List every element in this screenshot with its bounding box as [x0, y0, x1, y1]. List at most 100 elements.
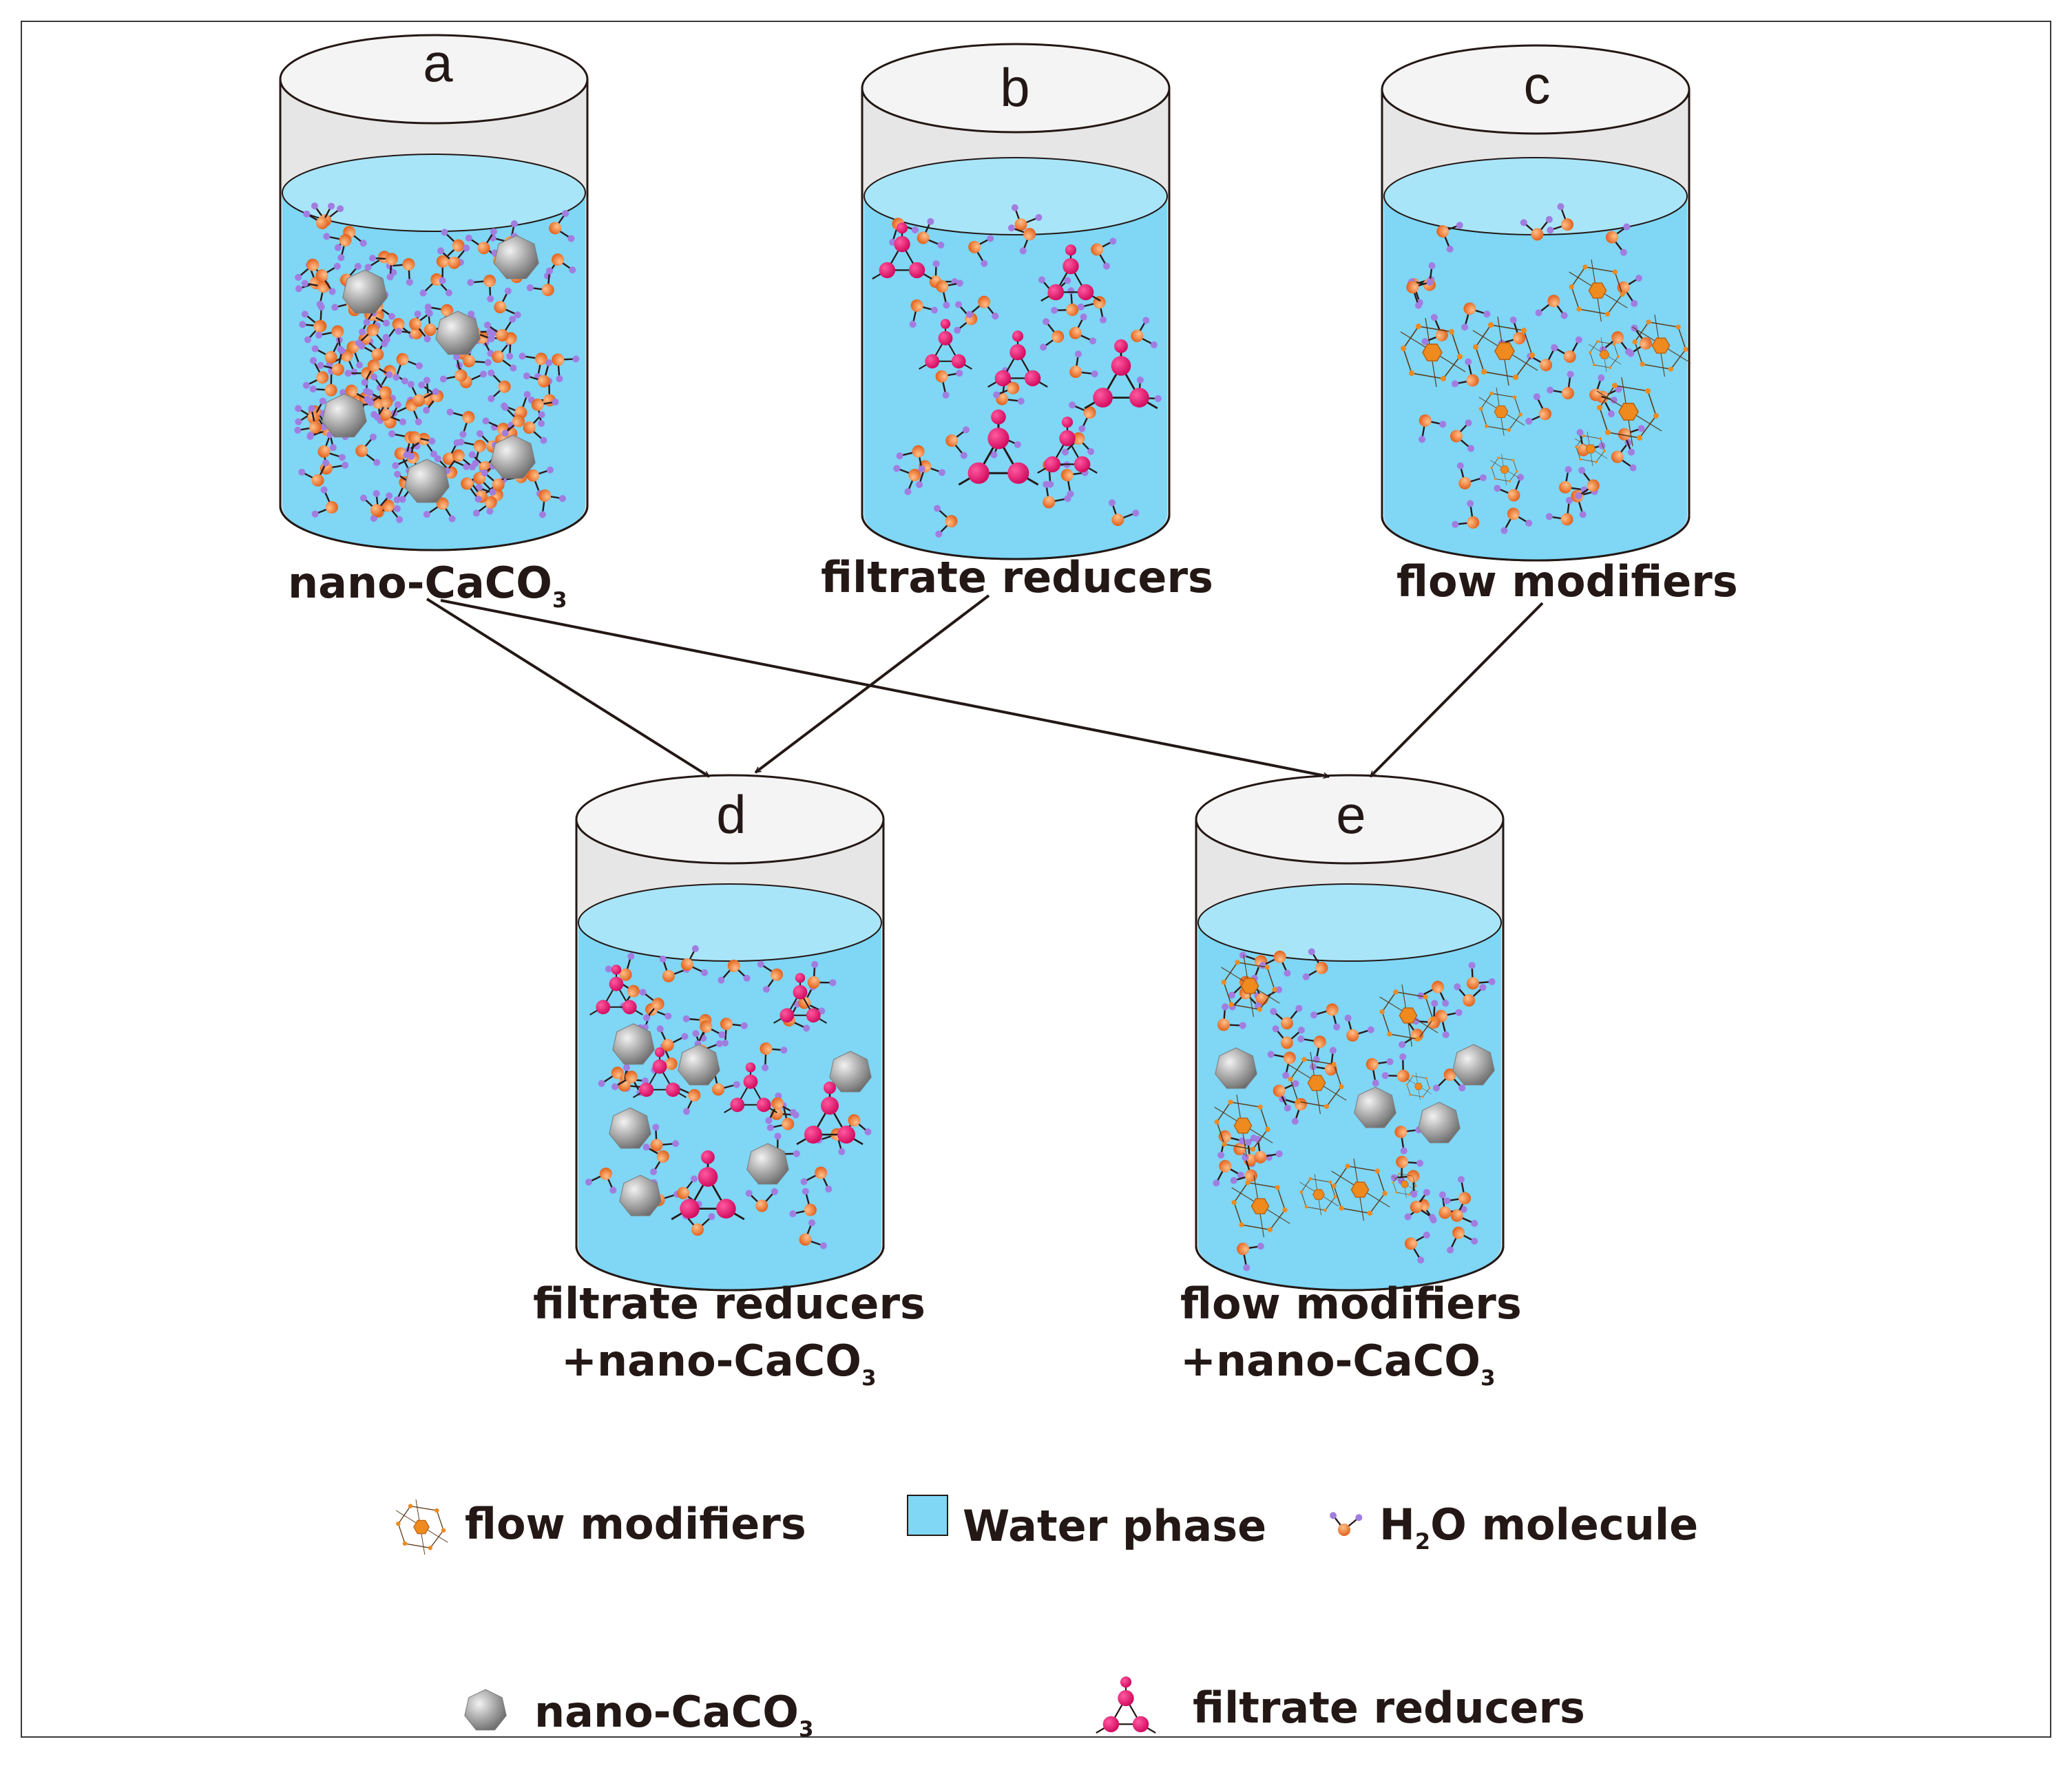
h2o-molecule	[443, 449, 477, 474]
oxygen-atom	[661, 1039, 674, 1052]
hydrogen-atom	[1625, 348, 1633, 355]
flow-node	[1449, 329, 1454, 335]
h2o-molecule	[720, 1018, 748, 1046]
h2o-molecule	[1007, 224, 1036, 255]
flow-node	[1415, 1036, 1421, 1042]
nano-caco3-particle	[609, 1107, 651, 1149]
filtrate-atom	[1114, 339, 1128, 353]
h2o-molecule	[893, 465, 921, 496]
h2o-molecule	[1525, 393, 1552, 425]
flow-node	[1405, 1084, 1408, 1086]
filtrate-atom	[743, 1074, 758, 1089]
hydrogen-atom	[1455, 1009, 1463, 1016]
flow-core	[1312, 1189, 1325, 1200]
filtrate-atom	[1063, 257, 1079, 275]
hydrogen-atom	[1399, 1041, 1406, 1049]
oxygen-atom	[396, 352, 409, 366]
oxygen-atom	[552, 253, 565, 266]
oxygen-atom	[1432, 980, 1445, 993]
flow-node	[1605, 430, 1611, 435]
hydrogen-atom	[1091, 370, 1098, 378]
hydrogen-atom	[938, 469, 945, 476]
hydrogen-atom	[1272, 1025, 1279, 1033]
legend-flow-modifiers-label-text: flow modifiers	[465, 1499, 806, 1549]
h2o-molecule	[1302, 948, 1328, 980]
hydrogen-atom	[1500, 527, 1508, 534]
h2o-molecule	[917, 218, 945, 249]
hydrogen-atom	[304, 336, 311, 344]
flow-node	[1441, 376, 1446, 381]
hydrogen-atom	[1465, 358, 1472, 366]
hydrogen-atom	[514, 311, 521, 319]
hydrogen-atom	[1011, 204, 1018, 211]
legend-flow-modifier-icon	[395, 1499, 448, 1555]
hydrogen-atom	[1471, 1237, 1478, 1245]
hydrogen-atom	[708, 1213, 715, 1221]
hydrogen-atom	[811, 960, 819, 968]
hydrogen-atom	[1467, 445, 1475, 452]
h2o-molecule	[538, 489, 566, 518]
h2o-molecule	[483, 315, 516, 342]
flow-modifier	[1596, 377, 1662, 447]
h2o-molecule	[544, 253, 576, 280]
hydrogen-atom	[1080, 313, 1087, 321]
hydrogen-atom	[1598, 442, 1606, 450]
hydrogen-atom	[453, 439, 461, 447]
hydrogen-atom	[428, 437, 436, 445]
oxygen-atom	[1043, 496, 1056, 509]
hydrogen-atom	[480, 370, 488, 378]
h2o-molecule	[472, 484, 497, 517]
h2o-molecule	[1217, 1003, 1246, 1031]
filtrate-reducer	[633, 1047, 687, 1098]
flow-node	[1299, 1190, 1304, 1194]
oxygen-atom	[549, 222, 562, 235]
flow-node	[1409, 370, 1414, 376]
hydrogen-atom	[1295, 1004, 1303, 1012]
filtrate-atom	[967, 462, 990, 484]
flow-node	[1231, 1200, 1237, 1206]
hydrogen-atom	[1244, 1139, 1252, 1146]
hydrogen-atom	[1431, 1000, 1438, 1007]
oxygen-atom	[538, 489, 552, 502]
hydrogen-atom	[956, 370, 963, 377]
oxygen-atom	[1605, 231, 1618, 244]
hydrogen-atom	[393, 505, 401, 512]
beaker-bottom	[861, 514, 1171, 560]
flow-modifier	[1331, 1158, 1390, 1221]
hydrogen-atom	[364, 264, 372, 271]
hydrogen-atom	[484, 359, 492, 366]
beaker-a	[279, 34, 589, 551]
filtrate-bond	[688, 1175, 728, 1210]
oxygen-atom	[935, 370, 948, 383]
legend-filtrate-reducers-label: filtrate reducers	[1193, 1683, 1585, 1733]
filtrate-bond	[811, 1104, 848, 1136]
oxygen-atom	[448, 256, 461, 269]
flow-node	[1331, 1183, 1337, 1189]
hydrogen-atom	[463, 244, 470, 252]
h2o-molecule	[1466, 962, 1496, 990]
flow-node	[1512, 395, 1517, 399]
flow-node	[1367, 1210, 1372, 1216]
hydrogen-atom	[1631, 299, 1638, 307]
hydrogen-atom	[1509, 316, 1517, 324]
hydrogen-atom	[338, 454, 346, 461]
hydrogen-atom	[1578, 467, 1586, 474]
flow-node	[1529, 352, 1535, 358]
hydrogen-atom	[486, 507, 494, 515]
hydrogen-atom	[295, 405, 302, 412]
oxygen-atom	[1014, 218, 1027, 231]
flow-modifier	[1574, 431, 1608, 467]
oxygen-atom	[1443, 1068, 1456, 1081]
h2o-molecule	[1310, 1003, 1341, 1031]
hydrogen-atom	[423, 406, 430, 414]
oxygen-atom	[324, 350, 337, 364]
legend-nano-caco3-icon	[464, 1689, 507, 1731]
oxygen-atom	[311, 474, 324, 487]
flow-node	[1345, 1164, 1350, 1169]
oxygen-atom	[483, 274, 496, 287]
oxygen-atom	[379, 386, 392, 399]
filtrate-reducer	[958, 409, 1039, 486]
hydrogen-atom	[1043, 318, 1050, 326]
hydrogen-atom	[664, 1012, 672, 1020]
h2o-molecule	[501, 403, 525, 437]
